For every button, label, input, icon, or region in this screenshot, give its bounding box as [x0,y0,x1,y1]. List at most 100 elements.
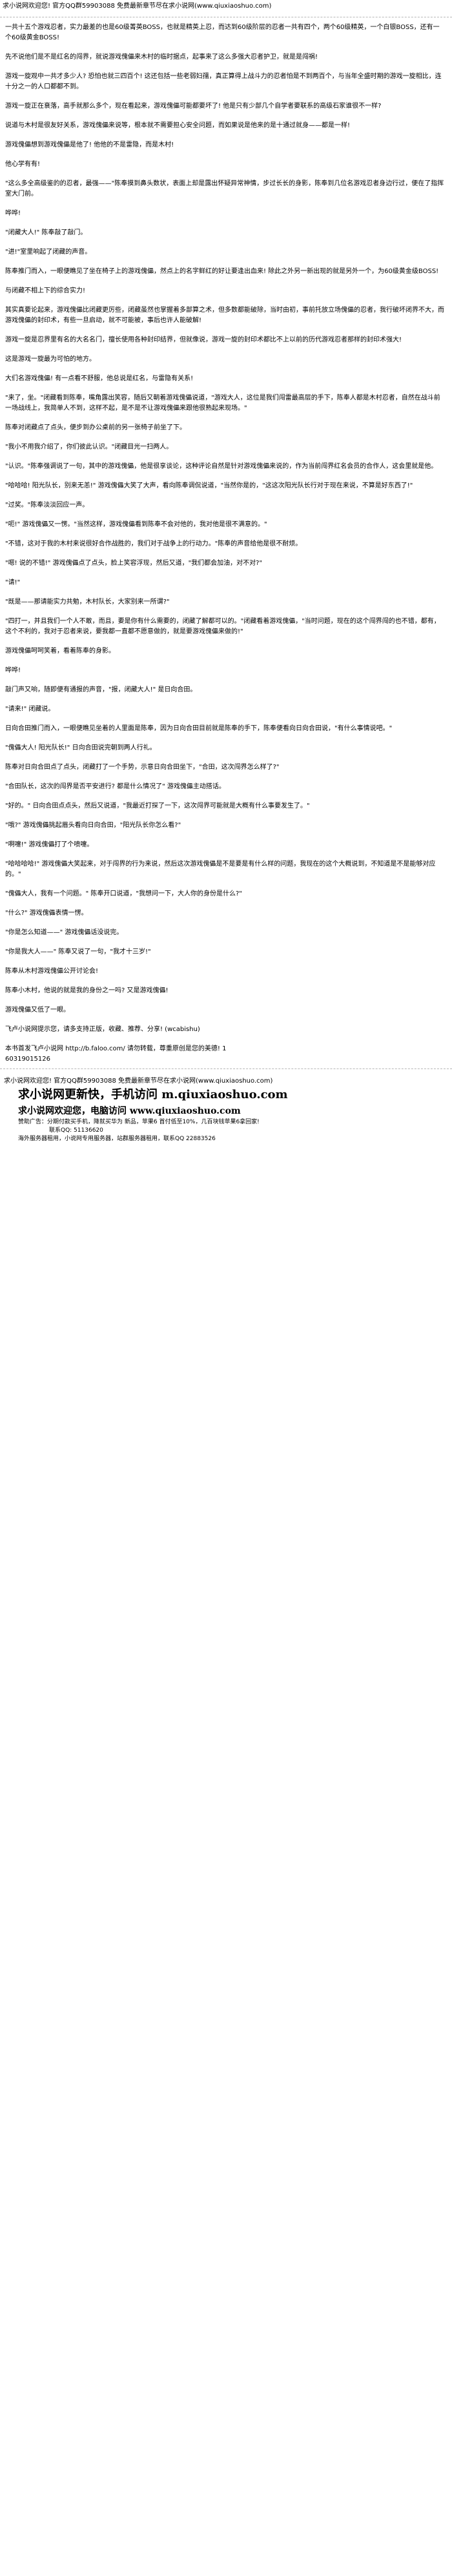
blank-line [5,199,444,209]
blank-line [5,812,444,821]
blank-line [5,850,444,859]
blank-line [5,657,444,666]
blank-line [5,131,444,140]
footer-welcome: 求小说网欢迎您! 官方QQ群59903088 免费最新章节尽在求小说网(www.… [4,1078,273,1085]
paragraph: "认识。"陈奉强调说了一句，其中的游戏傀儡，他是很享谈论，这种评论自然是针对游戏… [5,463,438,470]
blank-line [5,676,444,685]
blank-line [5,530,444,539]
divider [0,1068,452,1069]
paragraph: 日向合田推门而入，一眼便瞧见坐着的人里面是陈奉，因为日向合田目前就是陈奉的手下，… [5,725,393,732]
paragraph: 哗哗! [5,667,21,674]
paragraph: "进!"室里响起了闭藏的声音。 [5,249,92,256]
paragraph: "请!" [5,579,21,586]
blank-line [5,792,444,801]
chapter-content: 一共十五个游戏忍者，实力最差的也是60级菁英BOSS，也就是精英上忍，而达到60… [0,23,452,1065]
blank-line [5,831,444,840]
blank-line [5,996,444,1005]
paragraph: 这是游戏一旋最为可怕的地方。 [5,356,96,363]
paragraph: 大们名游戏傀儡! 有一点看不舒服，他总说是红名，与雷隐有关系! [5,375,194,382]
blank-line [5,938,444,947]
blank-line [5,238,444,247]
paragraph: "请来!" 闭藏说。 [5,706,55,713]
blank-line [5,1016,444,1025]
paragraph: 与闭藏不相上下的综合实力! [5,287,86,294]
paragraph: "傀儡大人，我有一个问题。" 陈奉开口说道，"我想问一下，大人你的身份是什么?" [5,890,242,897]
paragraph: "好的。" 日向合田点点头，然后又说道，"我最近打探了一下，这次闯界可能就是大概… [5,802,310,810]
blank-line [5,277,444,286]
paragraph: 陈奉对日向合田点了点头，闭藏打了一个手势，示意日向合田坐下，"合田，这次闯界怎么… [5,764,280,771]
paragraph: 飞卢小说网提示您，请多支持正版，收藏、推荐、分享! (wcabishu) [5,1026,200,1033]
paragraph: 陈奉对闭藏点了点头，便步到办公桌前的另一张椅子前坐了下。 [5,424,186,431]
paragraph: 游戏一旋观中一共才多少人? 恐怕也就三四百个! 这还包括一些老弱妇孺，真正算得上… [5,73,442,90]
paragraph: 陈奉从木村游戏傀儡公开讨论会! [5,968,99,975]
paragraph: "不错，这对于我的木村来说很好合作战胜的，我们对于战争上的行动力。"陈奉的声音给… [5,540,302,547]
paragraph: "哦?" 游戏傀儡挑起眉头看向日向合田，"阳光队长你怎么看?" [5,822,181,829]
paragraph: "过奖。"陈奉淡淡回应一声。 [5,502,89,509]
paragraph: 陈奉推门而入，一眼便瞧见了坐在椅子上的游戏傀儡，然点上的名字鲜红的好让要逢出血来… [5,268,439,275]
site-footer: 求小说网欢迎您! 官方QQ群59903088 免费最新章节尽在求小说网(www.… [0,1074,452,1146]
footer-server-ad: 海外服务器租用，小说网专用服务器，站群服务器租用，联系QQ 22883526 [18,1136,216,1142]
paragraph: "你是怎么知道——" 游戏傀儡话没说完。 [5,929,123,936]
paragraph: 游戏傀儡想到游戏傀儡是他了! 他他的不是雷隐，而是木村! [5,141,174,148]
paragraph: 敲门声又响，随即便有通报的声音，"报，闭藏大人!" 是日向合田。 [5,686,197,693]
paragraph: "闭藏大人!" 陈奉敲了敲门。 [5,229,87,236]
source-link[interactable]: 本书首发飞卢小说网 http://b.faloo.com/ 请勿转载，尊重原创是… [5,1045,227,1052]
footer-mobile-link[interactable]: 求小说网更新快，手机访问 m.qiuxiaoshuo.com [18,1088,288,1101]
paragraph: "嗯! 说的不错!" 游戏傀儡点了点头，脸上笑容浮现，然后又道，"我们都会加油，… [5,560,263,567]
blank-line [5,433,444,442]
blank-line [5,112,444,121]
blank-line [5,414,444,423]
paragraph: "什么?" 游戏傀儡表情一愣。 [5,910,88,917]
blank-line [5,326,444,335]
blank-line [5,608,444,617]
paragraph: 说道与木村是很友好关系，游戏傀儡来说等，根本就不需要担心安全问题，而如果说是他来… [5,122,351,129]
paragraph: 陈奉小木村，他说的就是我的身份之一吗? 又是游戏傀儡! [5,987,169,994]
paragraph: "你是我大人——" 陈奉又说了一句，"我才十三岁!" [5,948,151,956]
blank-line [5,919,444,928]
blank-line [5,880,444,889]
blank-line [5,384,444,393]
blank-line [5,219,444,228]
blank-line [5,899,444,908]
paragraph: "合田队长，这次的闯界是否平安进行? 都是什么情况了" 游戏傀儡主动搭话。 [5,783,225,790]
blank-line [5,150,444,159]
blank-line [5,63,444,72]
paragraph: "我小不用我介绍了，你们彼此认识。"闭藏目光一扫两人。 [5,444,173,451]
blank-line [5,511,444,520]
paragraph: 其实真要论起来，游戏傀儡比闭藏更厉些，闭藏虽然也掌握着多部算之术，但多数都能破除… [5,307,444,324]
blank-line [5,695,444,704]
paragraph: 游戏一旋正在衰落，高手就那么多个，现在看起来，游戏傀儡可能都要坏了! 他是只有少… [5,103,382,110]
blank-line [5,170,444,179]
footer-ad-contact: 联系QQ: 51136620 [49,1127,103,1134]
paragraph: "来了，坐。"闭藏看到陈奉，嘴角露出笑容，随后又朝着游戏傀儡说道，"游戏大人，这… [5,394,440,412]
blank-line [5,753,444,762]
blank-line [5,1035,444,1044]
blank-line [5,345,444,354]
paragraph: 先不说他们是不是红名的闯界，就说游戏傀儡来木村的临时据点，起事来了这么多强大忍者… [5,54,318,61]
paragraph: "这么多全高级鉴的的忍者，最强——"陈奉摸到鼻头数状，表面上却是露出怀疑异常神情… [5,180,444,198]
paragraph: 游戏傀儡呵呵笑着，看着陈奉的身影。 [5,648,115,655]
blank-line [5,365,444,374]
paragraph: "呃!" 游戏傀儡又一愣。"当然这样，游戏傀儡看到陈奉不会对他的，我对他是很不满… [5,521,267,528]
blank-line [5,92,444,101]
blank-line [5,637,444,646]
site-header: 求小说网欢迎您! 官方QQ群59903088 免费最新章节尽在求小说网(www.… [0,0,452,13]
paragraph: "四打一，并且我们一个人不敢，而且，要是你有什么需要的，闭藏了解都可以的。"闭藏… [5,618,440,635]
paragraph: 他心学有有! [5,161,41,168]
paragraph: 游戏傀儡又低了一眼。 [5,1007,70,1014]
source-id: 60319015126 [5,1056,50,1063]
footer-ad-text: 赞助广告：分期付款买手机，降就买华为 新品，苹果6 首付低至10%，几百块钱苹果… [18,1119,260,1125]
blank-line [5,491,444,500]
blank-line [5,472,444,481]
blank-line [5,715,444,724]
paragraph: "既是——那请能实力共勉，木村队长，大家别来一所谓?" [5,598,170,606]
blank-line [5,773,444,782]
paragraph: 哗哗! [5,210,21,217]
paragraph: "哈哈哈哈!" 游戏傀儡大笑起来，对于闯界的行为来说，然后这次游戏傀儡是不是要是… [5,861,436,878]
blank-line [5,957,444,966]
paragraph: "啊嚏!" 游戏傀儡打了个喷嚏。 [5,841,94,848]
paragraph: 游戏一旋是忍界里有名的大名名门，擅长使用各种封印结界，但就像说，游戏一旋的封印术… [5,336,402,343]
footer-pc-link[interactable]: 求小说网欢迎您，电脑访问 www.qiuxiaoshuo.com [18,1106,241,1116]
paragraph: "哈哈哈! 阳光队长，别来无恙!" 游戏傀儡大笑了大声，看向陈奉调侃说道，"当然… [5,482,413,489]
